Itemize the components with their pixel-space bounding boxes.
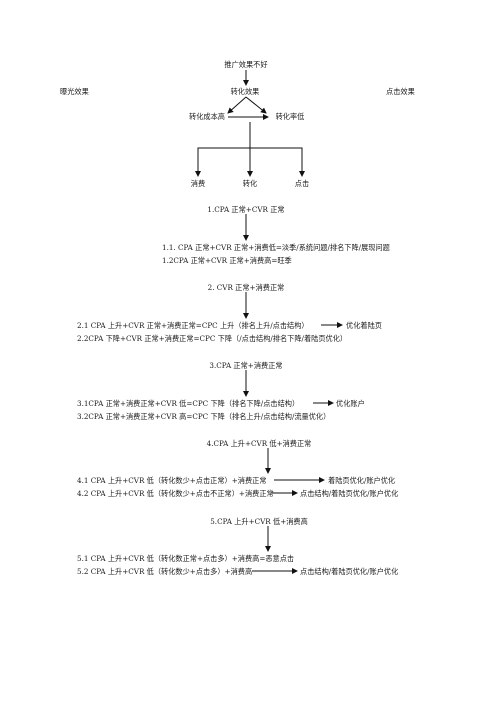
section-3-item-1: 3.1CPA 正常+消费正常+CVR 低=CPC 下降（排名下降/点击结构） bbox=[77, 399, 300, 408]
low-conversion-rate-node: 转化率低 bbox=[275, 112, 305, 121]
section-3-item-2: 3.2CPA 正常+消费正常+CVR 高=CPC 下降（排名上升/点击结构/流量… bbox=[77, 412, 331, 421]
section-4-item-1-result: 着陆页优化/账户优化 bbox=[328, 476, 396, 485]
section-5-item-2-result: 点击结构/着陆页优化/账户优化 bbox=[300, 567, 399, 576]
section-1-title: 1.CPA 正常+CVR 正常 bbox=[207, 205, 285, 214]
section-5-title: 5.CPA 上升+CVR 低+消费高 bbox=[210, 517, 308, 526]
arrow-to-cost-branch bbox=[227, 96, 247, 114]
section-4-item-2: 4.2 CPA 上升+CVR 低（转化数少+点击不正常）+消费正常 bbox=[77, 489, 274, 498]
leaf-spend: 消费 bbox=[190, 179, 206, 188]
section-2-title: 2. CVR 正常+消费正常 bbox=[207, 283, 285, 292]
section-5-item-2: 5.2 CPA 上升+CVR 低（转化数少+点击多）+消费高 bbox=[77, 567, 253, 576]
section-2-item-1-result: 优化着陆页 bbox=[346, 321, 382, 330]
section-4-item-2-result: 点击结构/着陆页优化/账户优化 bbox=[300, 489, 399, 498]
section-3-title: 3.CPA 正常+消费正常 bbox=[209, 361, 283, 370]
section-5-item-1: 5.1 CPA 上升+CVR 低（转化数正常+点击多）+消费高=恶意点击 bbox=[77, 554, 295, 563]
conversion-effect-node: 转化效果 bbox=[230, 87, 260, 96]
exposure-effect-label: 曝光效果 bbox=[60, 87, 89, 96]
section-2-item-1: 2.1 CPA 上升+CVR 正常+消费正常=CPC 上升（排名上升/点击结构） bbox=[77, 321, 309, 330]
click-effect-label: 点击效果 bbox=[386, 87, 415, 96]
arrow-to-rate-branch bbox=[245, 96, 267, 114]
section-1-item-1: 1.1. CPA 正常+CVR 正常+消费低=淡季/系统问题/排名下降/展现问题 bbox=[162, 243, 390, 252]
leaf-click: 点击 bbox=[294, 179, 310, 188]
section-3-item-1-result: 优化账户 bbox=[336, 399, 365, 408]
section-4-item-1: 4.1 CPA 上升+CVR 低（转化数少+点击正常）+消费正常 bbox=[77, 476, 267, 485]
high-conversion-cost-node: 转化成本高 bbox=[189, 112, 225, 121]
section-2-item-2: 2.2CPA 下降+CVR 正常+消费正常=CPC 下降（/点击结构/排名下降/… bbox=[77, 334, 348, 343]
section-4-title: 4.CPA 上升+CVR 低+消费正常 bbox=[206, 439, 312, 448]
section-1-item-2: 1.2CPA 正常+CVR 正常+消费高=旺季 bbox=[162, 256, 292, 265]
leaf-conversion: 转化 bbox=[242, 179, 258, 188]
root-node: 推广效果不好 bbox=[224, 60, 268, 69]
